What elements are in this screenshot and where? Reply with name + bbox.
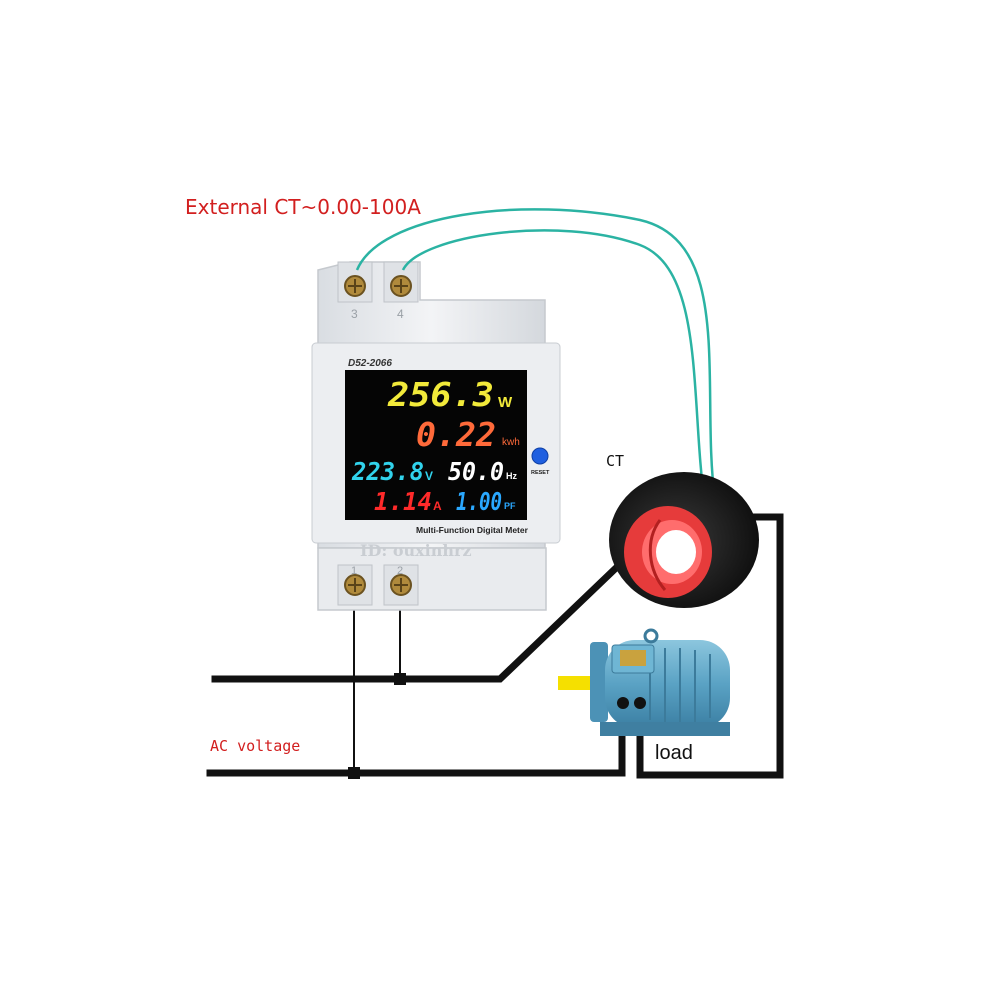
junction-1 xyxy=(394,673,406,685)
terminal-3 xyxy=(337,261,373,303)
wire-live xyxy=(211,540,645,683)
terminal-4-number: 4 xyxy=(397,307,404,321)
terminal-3-number: 3 xyxy=(351,307,358,321)
external-ct-label: External CT~0.00-100A xyxy=(185,195,421,219)
power-factor-value: 1.00 xyxy=(456,487,502,516)
wire-ct-return xyxy=(636,513,784,779)
terminal-2 xyxy=(383,564,419,606)
load-label: load xyxy=(655,742,693,764)
terminal-1-number: 1 xyxy=(351,565,357,577)
terminal-4 xyxy=(383,261,419,303)
frequency-unit: Hz xyxy=(506,471,517,481)
junction-2 xyxy=(348,767,360,779)
current-transformer xyxy=(609,472,759,608)
current-value: 1.14 xyxy=(374,487,432,516)
terminal-2-number: 2 xyxy=(397,565,403,577)
ac-voltage-label: AC voltage xyxy=(210,737,301,755)
current-unit: A xyxy=(433,499,442,513)
power-unit: W xyxy=(498,394,513,411)
din-meter: 3 4 1 2 ID: ouxinhrz D52-2066 256.3 W 0.… xyxy=(311,261,561,611)
frequency-value: 50.0 xyxy=(448,457,504,486)
voltage-unit: V xyxy=(425,469,433,483)
display-screen xyxy=(345,370,527,520)
ct-label: CT xyxy=(606,452,625,470)
meter-title: Multi-Function Digital Meter xyxy=(416,525,529,535)
power-factor-unit: PF xyxy=(504,501,516,511)
power-value: 256.3 xyxy=(387,375,494,414)
energy-unit: kwh xyxy=(502,437,520,448)
voltage-value: 223.8 xyxy=(351,457,424,486)
terminal-1 xyxy=(337,564,373,606)
model-number: D52-2066 xyxy=(348,358,392,369)
meter-leads xyxy=(353,600,401,773)
ct-lead-wires xyxy=(355,208,717,506)
watermark: ID: ouxinhrz xyxy=(360,541,472,560)
reset-button[interactable] xyxy=(531,447,549,465)
energy-value: 0.22 xyxy=(416,415,496,454)
reset-label: RESET xyxy=(531,470,550,476)
motor-load xyxy=(558,628,730,736)
